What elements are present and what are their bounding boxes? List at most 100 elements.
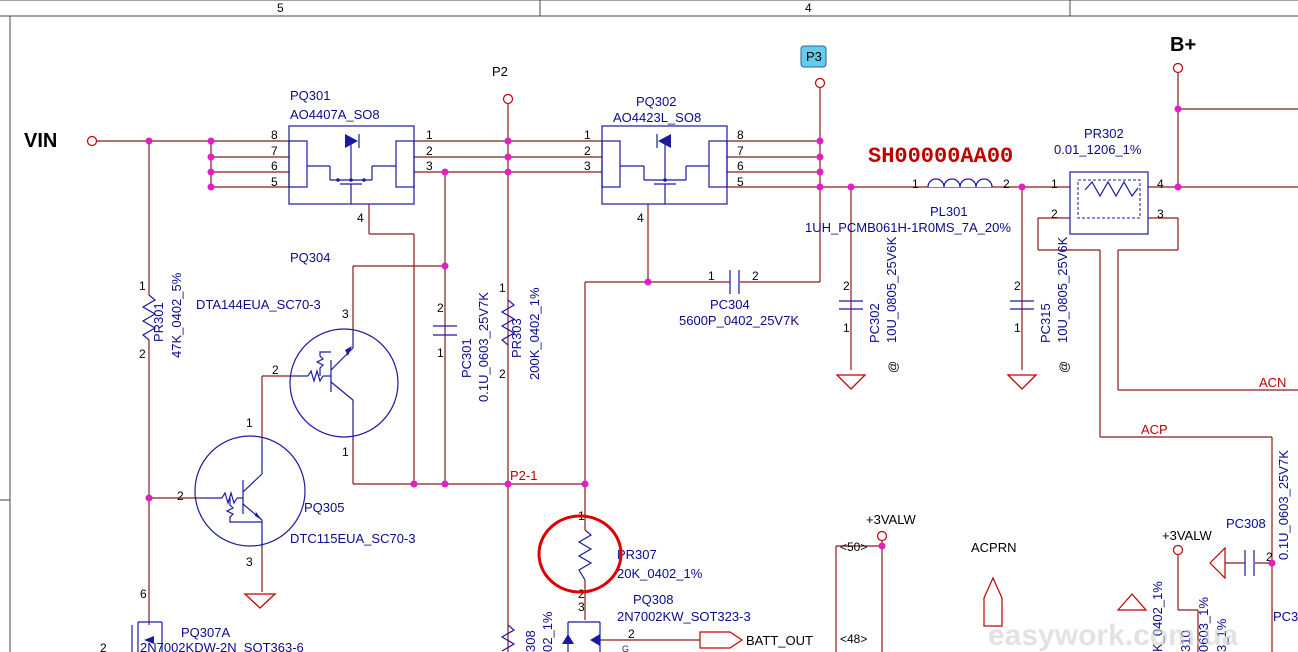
- pq308-mosfet[interactable]: 3 2 G PQ308 2N7002KW_SOT323-3: [562, 592, 751, 652]
- pr303-resistor[interactable]: 1 2 PR303 200K_0402_1%: [499, 281, 542, 381]
- pc315-at: @: [1057, 361, 1071, 373]
- svg-text:3: 3: [578, 600, 585, 614]
- svg-text:PC3: PC3: [1273, 609, 1298, 624]
- pr303-value: 200K_0402_1%: [527, 287, 542, 380]
- svg-text:3: 3: [1157, 207, 1164, 221]
- svg-text:2: 2: [272, 363, 279, 377]
- pq308-value: 2N7002KW_SOT323-3: [617, 609, 751, 624]
- pl301-value: 1UH_PCMB061H-1R0MS_7A_20%: [805, 220, 1011, 235]
- pr307-value: 20K_0402_1%: [617, 566, 703, 581]
- ground-symbols: [243, 374, 1038, 609]
- pq308-ref: PQ308: [633, 592, 673, 607]
- pq304-value: DTA144EUA_SC70-3: [196, 297, 321, 312]
- bplus-terminal[interactable]: [1172, 62, 1184, 74]
- svg-text:8: 8: [271, 128, 278, 142]
- frame-col-5: 5: [277, 1, 284, 15]
- svg-text:1: 1: [843, 321, 850, 335]
- pc315-ref: PC315: [1038, 303, 1053, 343]
- pq305-value: DTC115EUA_SC70-3: [290, 531, 415, 546]
- acn-label: ACN: [1259, 375, 1286, 390]
- p2-label: P2: [492, 64, 508, 79]
- svg-text:2: 2: [752, 269, 759, 283]
- pc302-ref: PC302: [867, 303, 882, 343]
- pq302-mosfet[interactable]: 1 2 3 8 7 6 5 4 PQ302 AO4423L_SO8: [584, 94, 744, 225]
- svg-text:1: 1: [584, 128, 591, 142]
- svg-text:1: 1: [1051, 177, 1058, 191]
- vin-label: VIN: [24, 130, 57, 152]
- svg-text:5: 5: [271, 175, 278, 189]
- svg-text:6: 6: [140, 587, 147, 601]
- pq304-ref: PQ304: [290, 250, 330, 265]
- pq307a-mosfet[interactable]: 6 2 PQ307A 2N7002KDW-2N_SOT363-6: [100, 587, 304, 652]
- pq305-transistor[interactable]: 2 1 3 PQ305 DTC115EUA_SC70-3: [177, 416, 415, 569]
- svg-text:2: 2: [628, 627, 635, 641]
- acp-label: ACP: [1141, 422, 1168, 437]
- pr301-value: 47K_0402_5%: [169, 272, 184, 358]
- pq301-value: AO4407A_SO8: [290, 107, 380, 122]
- svg-text:2: 2: [1014, 279, 1021, 293]
- vcc-label-2: +3VALW: [1162, 528, 1212, 543]
- pq301-mosfet[interactable]: 8 7 6 5 1 2 3 4 PQ301 AO4407A_SO8: [271, 88, 433, 225]
- pq302-value: AO4423L_SO8: [613, 110, 701, 125]
- pc304-ref: PC304: [710, 297, 750, 312]
- pr307-resistor[interactable]: 1 2 PR307 20K_0402_1%: [537, 509, 703, 601]
- svg-text:4: 4: [357, 211, 364, 225]
- pr302-ref: PR302: [1084, 126, 1124, 141]
- pr302-resistor[interactable]: 1 4 2 3 PR302 0.01_1206_1%: [1051, 126, 1164, 235]
- svg-text:1: 1: [1014, 321, 1021, 335]
- svg-text:4: 4: [1157, 177, 1164, 191]
- bom-code: SH00000AA00: [868, 144, 1013, 169]
- p3-terminal[interactable]: [814, 77, 826, 89]
- svg-text:2: 2: [437, 301, 444, 315]
- vin-terminal[interactable]: [86, 135, 98, 147]
- pc308-ref: PC308: [1226, 516, 1266, 531]
- pr301-resistor[interactable]: 1 2 PR301 47K_0402_5%: [139, 272, 184, 361]
- svg-text:5: 5: [737, 175, 744, 189]
- svg-text:1: 1: [437, 346, 444, 360]
- p3-label: P3: [806, 49, 822, 64]
- svg-text:2: 2: [177, 489, 184, 503]
- svg-text:0.1U_0603_25V7K: 0.1U_0603_25V7K: [1276, 450, 1291, 560]
- pc302-value: 10U_0805_25V6K: [884, 236, 899, 343]
- p2-terminal[interactable]: [502, 93, 514, 105]
- svg-text:1: 1: [426, 128, 433, 142]
- svg-text:2: 2: [139, 347, 146, 361]
- svg-text:7: 7: [737, 144, 744, 158]
- svg-text:1: 1: [246, 416, 253, 430]
- pc301-value: 0.1U_0603_25V7K: [476, 292, 491, 402]
- pl301-ref: PL301: [930, 204, 968, 219]
- pc302-capacitor[interactable]: 2 1 PC302 10U_0805_25V6K @: [839, 236, 900, 373]
- svg-text:2: 2: [1003, 177, 1010, 191]
- svg-text:G: G: [622, 644, 629, 652]
- svg-text:1: 1: [912, 177, 919, 191]
- pr302-value: 0.01_1206_1%: [1054, 142, 1142, 157]
- vcc-label-1: +3VALW: [866, 512, 916, 527]
- pq304-transistor[interactable]: 2 3 1 PQ304 DTA144EUA_SC70-3: [196, 250, 399, 459]
- pr303-ref: PR303: [509, 318, 524, 358]
- port-50: <50>: [840, 540, 867, 554]
- p3-badge[interactable]: [800, 45, 827, 68]
- svg-text:2: 2: [584, 144, 591, 158]
- svg-text:2: 2: [1266, 550, 1273, 564]
- pc301-ref: PC301: [459, 338, 474, 378]
- pl301-inductor[interactable]: 1 2 PL301 1UH_PCMB061H-1R0MS_7A_20%: [805, 177, 1011, 235]
- pc301-capacitor[interactable]: 2 1 PC301 0.1U_0603_25V7K: [433, 292, 491, 402]
- pc304-capacitor[interactable]: 1 2 PC304 5600P_0402_25V7K: [679, 269, 799, 328]
- pc315-value: 10U_0805_25V6K: [1055, 236, 1070, 343]
- svg-text:308: 308: [523, 630, 538, 652]
- svg-text:2: 2: [1051, 207, 1058, 221]
- svg-text:3: 3: [584, 159, 591, 173]
- svg-text:6: 6: [737, 159, 744, 173]
- pq305-ref: PQ305: [304, 500, 344, 515]
- svg-text:3: 3: [246, 555, 253, 569]
- pc315-capacitor[interactable]: 2 1 PC315 10U_0805_25V6K @: [1010, 236, 1071, 373]
- svg-text:3: 3: [342, 307, 349, 321]
- svg-text:02_1%: 02_1%: [540, 611, 555, 652]
- batt-out-port[interactable]: BATT_OUT: [699, 631, 813, 649]
- svg-text:7: 7: [271, 144, 278, 158]
- svg-text:8: 8: [737, 128, 744, 142]
- svg-text:1: 1: [139, 279, 146, 293]
- svg-text:310: 310: [1178, 630, 1193, 652]
- pr301-ref: PR301: [151, 302, 166, 342]
